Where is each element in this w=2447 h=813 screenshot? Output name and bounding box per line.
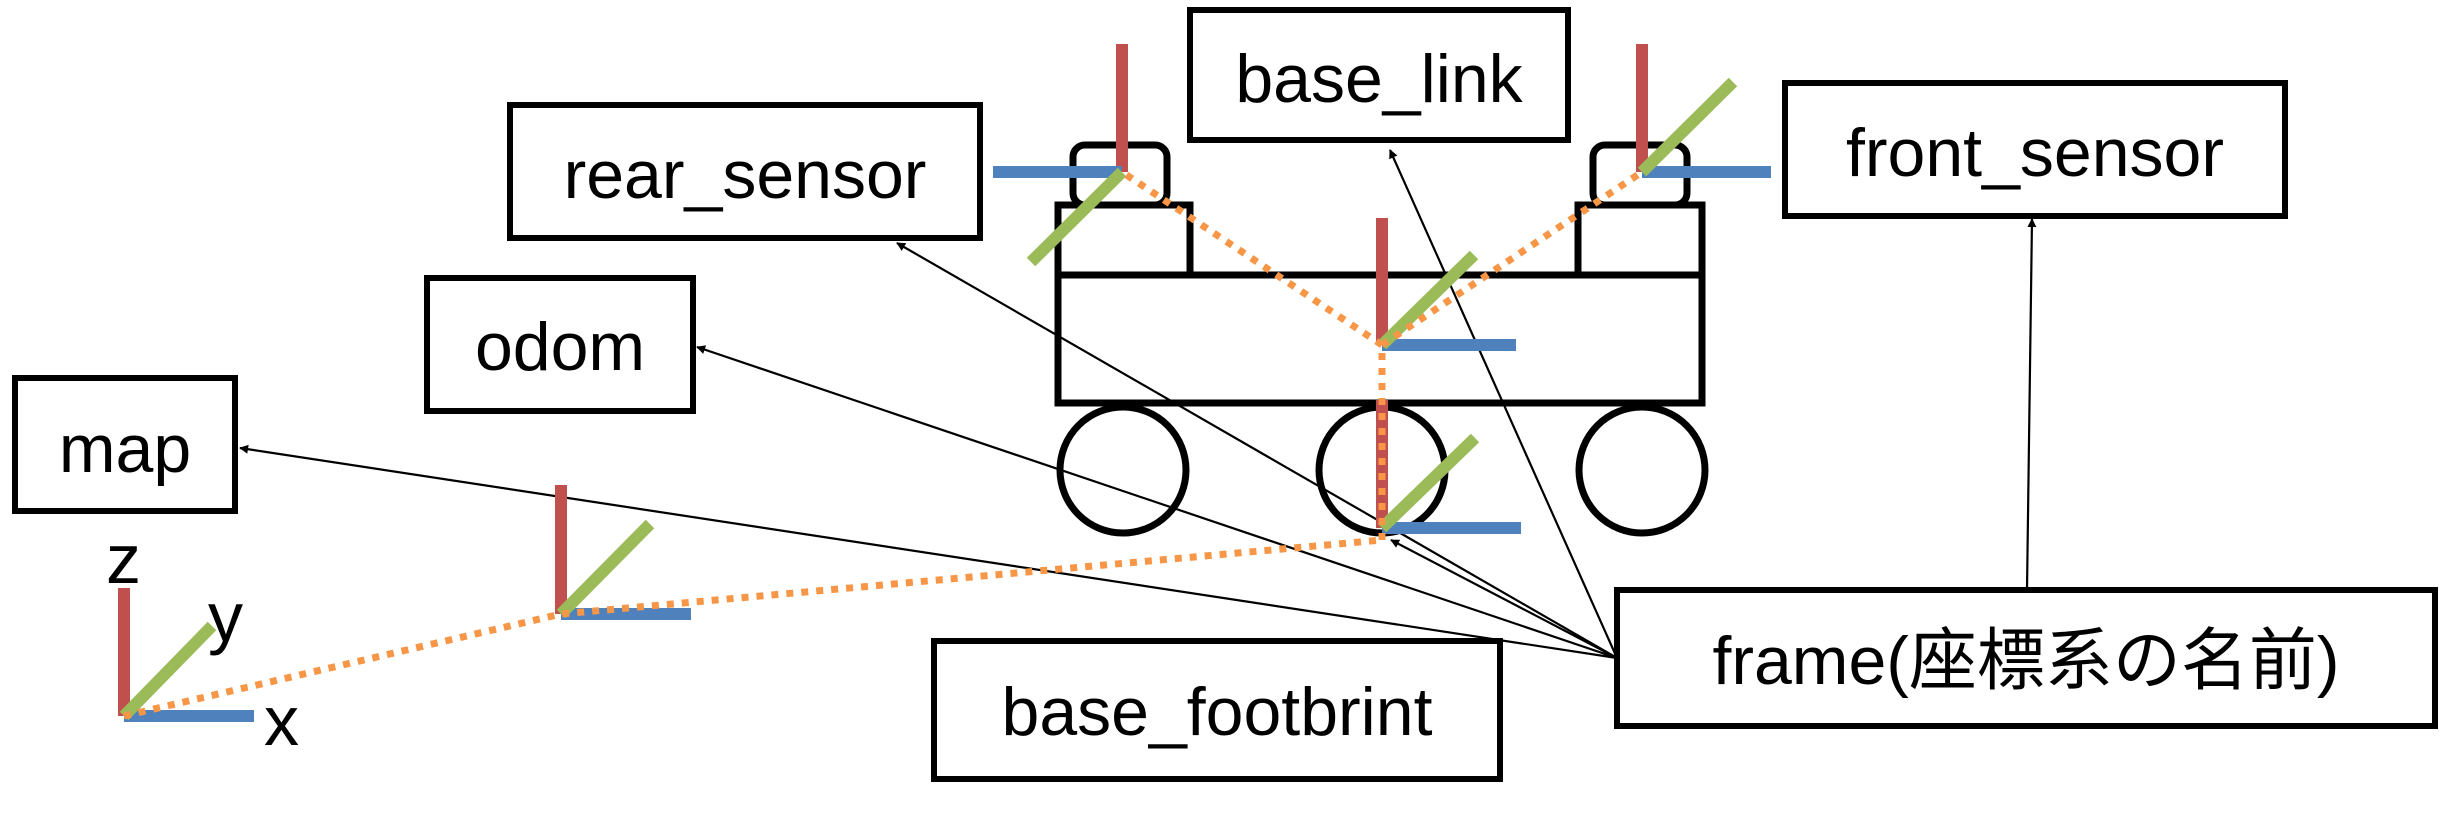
front-wheel — [1575, 403, 1709, 537]
world-origin-frame — [118, 588, 254, 722]
rear-sensor-label: rear_sensor — [507, 102, 983, 241]
pointer-to-base-footprint — [1390, 539, 1618, 659]
rear-wheel — [1056, 403, 1190, 537]
y-axis — [1377, 433, 1480, 533]
base-link-frame — [1376, 218, 1516, 351]
odom-text: odom — [475, 309, 645, 385]
frame-legend-label: frame(座標系の名前) — [1614, 587, 2438, 729]
map-label: map — [12, 375, 238, 514]
pointer-to-odom — [696, 345, 1618, 660]
map-text: map — [59, 411, 191, 487]
rear-sensor-text: rear_sensor — [564, 137, 927, 213]
y-axis — [1377, 250, 1479, 350]
rear-sensor-frame — [993, 44, 1128, 267]
front-sensor-label: front_sensor — [1782, 80, 2288, 219]
tf-link-base-link-front-sensor — [1380, 169, 1644, 348]
pointer-to-rear-sensor — [896, 242, 1618, 659]
pointer-to-front-sensor — [2025, 218, 2037, 591]
front-upper-block — [1574, 201, 1706, 281]
z-axis-label: z — [106, 520, 141, 598]
y-axis — [1026, 167, 1127, 267]
base-link-text: base_link — [1235, 41, 1523, 117]
pointer-to-base-link — [1388, 149, 1619, 659]
y-axis — [119, 621, 217, 721]
odom-label: odom — [424, 275, 696, 414]
tf-link-base-link-rear-sensor — [1120, 169, 1384, 348]
base-footprint-text: base_footbrint — [1002, 674, 1433, 750]
tf-links — [123, 169, 1644, 720]
y-axis-label: y — [208, 578, 243, 656]
frame-pointer-lines — [239, 149, 2037, 660]
front-sensor-frame — [1636, 44, 1771, 178]
y-axis — [556, 519, 655, 619]
odom-frame — [555, 485, 691, 620]
y-axis — [1637, 77, 1738, 177]
x-axis-label: x — [264, 682, 299, 760]
frame-legend-text: frame(座標系の名前) — [1712, 623, 2339, 699]
base-link-label: base_link — [1187, 7, 1571, 143]
base-footprint-label: base_footbrint — [931, 638, 1503, 782]
pointer-to-map — [239, 444, 1618, 660]
front-sensor-text: front_sensor — [1846, 115, 2224, 191]
